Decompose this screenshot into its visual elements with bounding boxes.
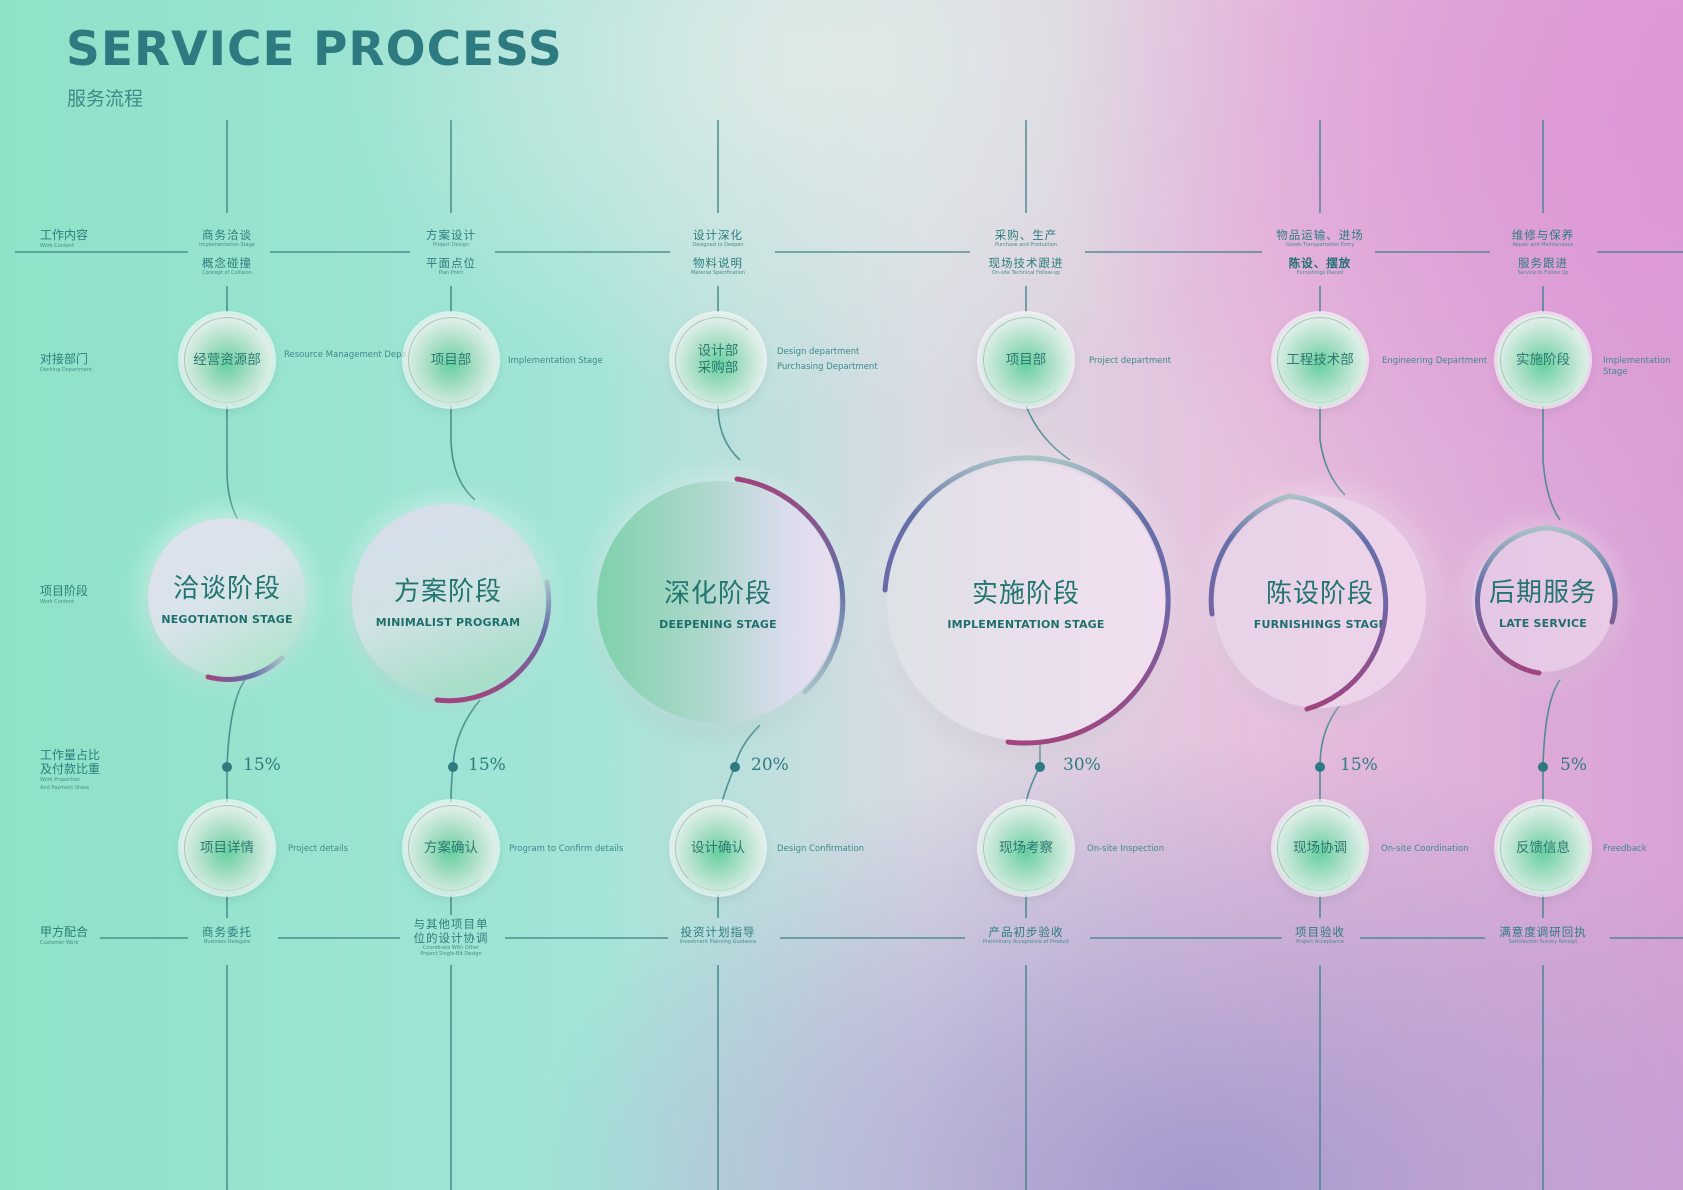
department-en-1: Resource Management Department xyxy=(284,350,436,360)
detail-en-4: On-site Inspection xyxy=(1087,844,1165,854)
stage-circle-furnishings[interactable]: 陈设阶段 FURNISHINGS STAGE xyxy=(1214,496,1426,708)
stage-circle-program[interactable]: 方案阶段 MINIMALIST PROGRAM xyxy=(352,504,544,696)
share-value-6: 5% xyxy=(1560,755,1587,775)
department-circle-4[interactable]: 项目部 xyxy=(980,314,1072,406)
detail-en-1: Project details xyxy=(288,844,349,854)
department-circle-3[interactable]: 设计部采购部 xyxy=(672,314,764,406)
row-label-customer: 甲方配合 Customer Work xyxy=(40,925,89,946)
detail-circle-4[interactable]: 现场考察 xyxy=(980,802,1072,894)
department-circle-2[interactable]: 项目部 xyxy=(405,314,497,406)
share-value-1: 15% xyxy=(243,755,281,775)
page-title: SERVICE PROCESS xyxy=(66,22,563,77)
detail-circle-6[interactable]: 反馈信息 xyxy=(1497,802,1589,894)
detail-en-5: On-site Coordination xyxy=(1381,844,1469,854)
detail-en-2: Program to Confirm details xyxy=(509,844,624,854)
detail-circle-3[interactable]: 设计确认 xyxy=(672,802,764,894)
department-circle-1[interactable]: 经营资源部 xyxy=(181,314,273,406)
detail-circle-5[interactable]: 现场协调 xyxy=(1274,802,1366,894)
stage-circle-late-service[interactable]: 后期服务 LATE SERVICE xyxy=(1472,530,1614,672)
row-label-stage: 项目阶段 Work Content xyxy=(40,584,89,605)
detail-en-6: Freedback xyxy=(1603,844,1647,854)
detail-en-3: Design Confirmation xyxy=(777,844,865,854)
row-label-share: 工作量占比 及付款比重 Work Proportion And Payment … xyxy=(40,748,101,791)
share-dot-4 xyxy=(1035,762,1045,772)
department-en-5: Engineering Department xyxy=(1382,356,1488,366)
share-value-2: 15% xyxy=(468,755,506,775)
detail-circle-1[interactable]: 项目详情 xyxy=(181,802,273,894)
share-dot-6 xyxy=(1538,762,1548,772)
page-subtitle: 服务流程 xyxy=(67,88,144,110)
department-en-4: Project department xyxy=(1089,356,1172,366)
stage-circle-negotiation[interactable]: 洽谈阶段 NEGOTIATION STAGE xyxy=(148,518,306,676)
stage-circle-implementation[interactable]: 实施阶段 IMPLEMENTATION STAGE xyxy=(887,463,1165,741)
share-dot-1 xyxy=(222,762,232,772)
department-circle-5[interactable]: 工程技术部 xyxy=(1274,314,1366,406)
share-dot-3 xyxy=(730,762,740,772)
row-label-work-content: 工作内容 Work Content xyxy=(40,228,89,249)
stage-circle-deepening[interactable]: 深化阶段 DEEPENING STAGE xyxy=(597,481,839,723)
share-value-5: 15% xyxy=(1340,755,1378,775)
detail-circle-2[interactable]: 方案确认 xyxy=(405,802,497,894)
share-dot-2 xyxy=(448,762,458,772)
share-value-4: 30% xyxy=(1063,755,1101,775)
row-label-department: 对接部门 Docking Department xyxy=(40,352,93,373)
share-value-3: 20% xyxy=(751,755,789,775)
department-circle-6[interactable]: 实施阶段 xyxy=(1497,314,1589,406)
department-en-2: Implementation Stage xyxy=(508,356,603,366)
share-dot-5 xyxy=(1315,762,1325,772)
